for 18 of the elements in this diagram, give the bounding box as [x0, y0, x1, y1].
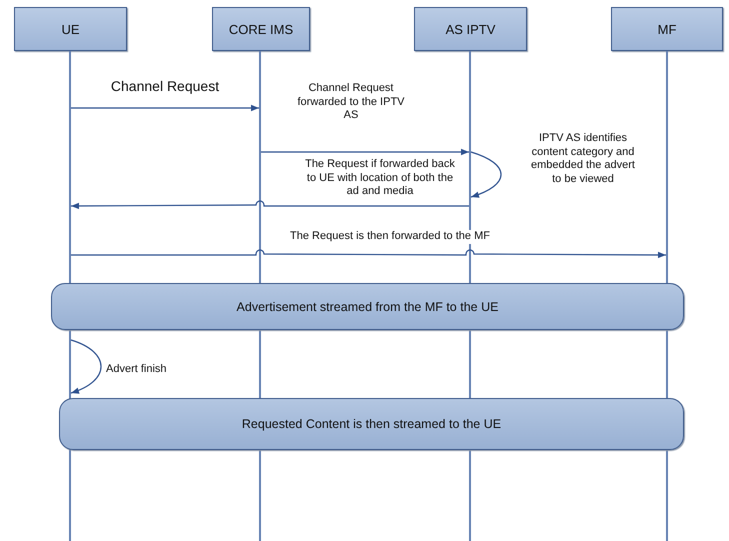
stream-band: [51, 283, 684, 330]
stream-band: [59, 398, 684, 450]
participant-name: UE: [61, 22, 80, 36]
self-message-arrow: [70, 339, 102, 394]
self-message-arrow: [470, 151, 502, 198]
participant-box: [414, 7, 527, 51]
participant-name: CORE IMS: [228, 22, 294, 36]
participant-box: [212, 7, 310, 51]
message-arrow: [71, 200, 469, 210]
participant-box: [611, 7, 723, 51]
message-arrow: [71, 104, 259, 112]
participant-name: MF: [658, 22, 676, 36]
message-arrow: [261, 148, 469, 156]
band-text: Requested Content is then streamed to the UE: [242, 417, 502, 431]
participant-box: [14, 7, 127, 51]
participant-name: AS IPTV: [446, 22, 496, 36]
band-text: Advertisement streamed from the MF to the UE: [236, 300, 498, 314]
message-arrow: [71, 249, 666, 258]
